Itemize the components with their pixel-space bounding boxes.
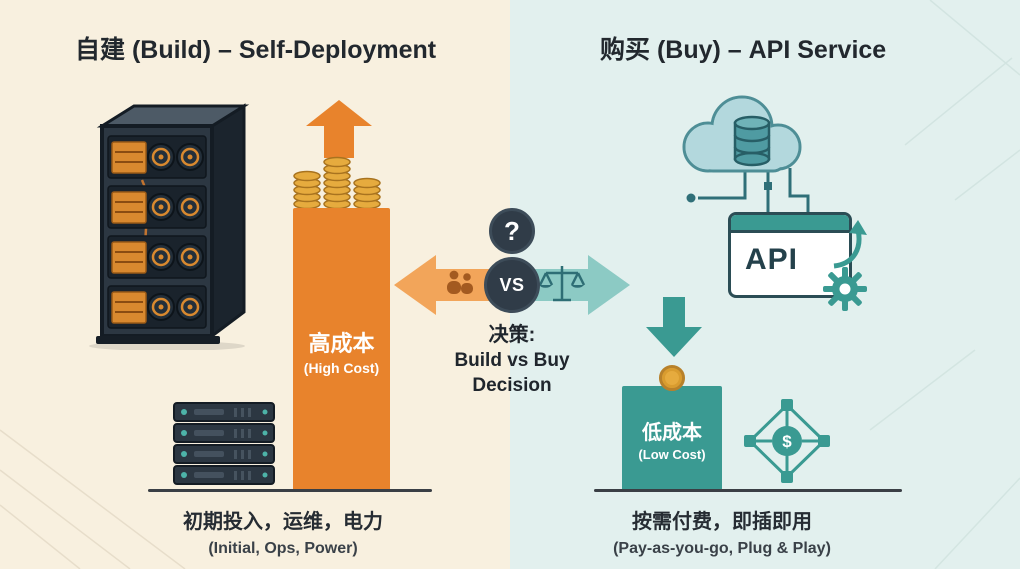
- cost-down-arrow-icon: [646, 297, 702, 357]
- high-cost-bar: 高成本 (High Cost): [293, 208, 390, 490]
- build-title: 自建 (Build) – Self-Deployment: [75, 36, 437, 64]
- plug-and-play-icon: $: [744, 399, 830, 483]
- dollar-sign-icon: $: [782, 432, 792, 451]
- low-cost-label-en: (Low Cost): [638, 447, 706, 462]
- vs-text: VS: [499, 274, 525, 295]
- team-people-icon: [447, 270, 473, 294]
- decision-caption: 决策: Build vs Buy Decision: [427, 318, 597, 397]
- balance-scale-icon: [538, 266, 586, 302]
- api-browser-window: API: [728, 212, 852, 298]
- server-stack-illustration: [173, 402, 275, 485]
- build-caption: 初期投入，运维，电力 (Initial, Ops, Power): [100, 505, 466, 558]
- decision-line2: Decision: [472, 375, 552, 396]
- high-cost-label-cn: 高成本: [308, 331, 375, 356]
- buy-caption: 按需付费，即插即用 (Pay-as-you-go, Plug & Play): [537, 505, 907, 558]
- api-label: API: [745, 243, 799, 276]
- buy-caption-en: (Pay-as-you-go, Plug & Play): [613, 540, 831, 557]
- circuit-lines-illustration: [686, 168, 810, 214]
- buy-baseline: [594, 489, 902, 492]
- buy-title: 购买 (Buy) – API Service: [600, 36, 887, 64]
- decision-title-cn: 决策:: [488, 324, 536, 346]
- api-window-titlebar: [731, 215, 849, 233]
- integration-curved-arrow-icon: [833, 220, 867, 269]
- decision-line1: Build vs Buy: [454, 350, 570, 371]
- coin-stacks-icon: [293, 156, 381, 210]
- low-cost-bar: 低成本 (Low Cost): [622, 386, 722, 490]
- gpu-server-rack-illustration: [89, 103, 250, 350]
- build-vs-buy-double-arrow: [394, 255, 630, 315]
- build-baseline: [148, 489, 432, 492]
- low-cost-label-cn: 低成本: [642, 422, 702, 444]
- build-caption-cn: 初期投入，运维，电力: [183, 511, 383, 533]
- cloud-database-illustration: [682, 95, 802, 173]
- question-mark-text: ?: [504, 215, 520, 246]
- build-caption-en: (Initial, Ops, Power): [208, 540, 358, 557]
- gear-icon: [823, 267, 867, 311]
- buy-caption-cn: 按需付费，即插即用: [632, 511, 812, 533]
- cost-up-arrow-icon: [306, 100, 372, 158]
- high-cost-label-en: (High Cost): [303, 360, 380, 376]
- question-mark-badge: ?: [489, 208, 535, 254]
- vs-badge: VS: [484, 257, 540, 313]
- coin-icon: [659, 365, 685, 391]
- database-cylinder-icon: [733, 115, 771, 167]
